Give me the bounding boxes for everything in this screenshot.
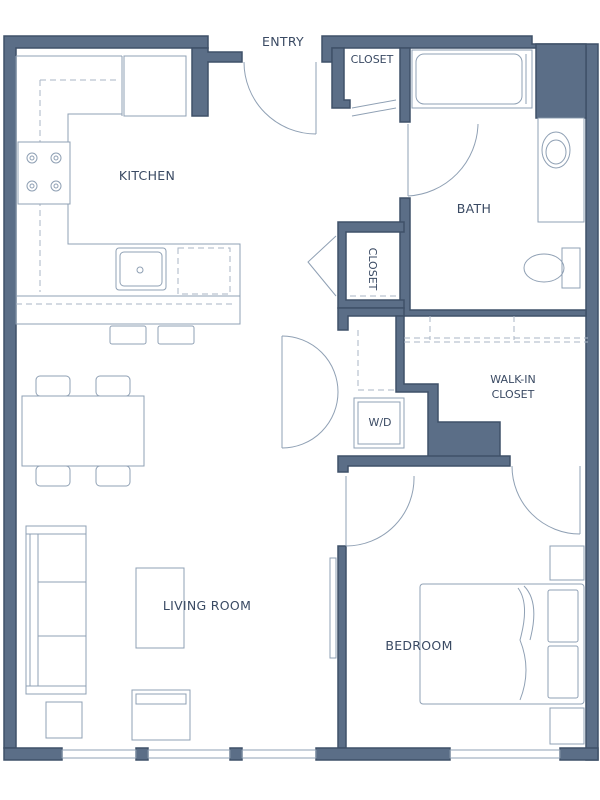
walkin-door-swing [511,465,581,535]
label-walkin-2: CLOSET [492,388,535,401]
nightstand-top [549,545,585,581]
bath-door-swing [407,123,479,197]
windows [61,749,561,759]
coffee-table [135,567,185,649]
wall-closet-bath-divider [399,47,411,123]
label-bedroom: BEDROOM [385,638,452,653]
wall-bottom-right [559,747,599,761]
walls [3,35,599,761]
bedroom-door-swing [345,475,415,547]
wall-bottom-post1 [135,747,149,761]
dining-set [21,375,145,487]
refrigerator [123,55,187,117]
wall-mid-divider [337,307,405,331]
label-closet-top: CLOSET [351,53,394,66]
kitchen-counter-outline [15,55,241,297]
bedroom-furniture [419,545,585,745]
living-furniture [25,525,191,741]
wall-bottom-post2 [229,747,243,761]
doors [243,61,581,659]
wall-bath-corner [535,43,587,119]
entry-door-swing [243,61,317,135]
wall-closet-top [331,47,351,109]
bed [419,583,585,705]
label-living-room: LIVING ROOM [163,598,251,613]
bath-fixtures [411,49,585,289]
wall-walkin [395,315,501,461]
closet-details [350,295,588,391]
label-wd: W/D [368,416,391,429]
label-bath: BATH [457,201,491,216]
vanity [537,117,585,223]
wall-bottom-center [315,747,451,761]
label-closet-mid: CLOSET [366,248,379,291]
label-kitchen: KITCHEN [119,168,175,183]
nightstand-bottom [549,707,585,745]
bath-sink [541,131,571,169]
end-table [45,701,83,739]
room-labels: ENTRY CLOSET KITCHEN BATH CLOSET WALK-IN… [119,34,536,653]
armchair [131,689,191,741]
kitchen-island [15,295,241,325]
wall-bedroom-left [337,545,347,749]
sofa [25,525,87,695]
wall-wd [337,455,511,473]
washer-dryer [353,397,405,449]
wall-kitchen-top [191,47,243,117]
wall-bottom-exterior [3,747,63,761]
label-walkin-1: WALK-IN [490,373,535,386]
dining-table [21,395,145,467]
label-entry: ENTRY [262,34,304,49]
kitchen-sink [115,247,167,291]
toilet-tank [561,247,581,289]
stove [17,141,71,205]
toilet-bowl [523,253,565,283]
bathtub [411,49,533,109]
kitchen-fixtures [15,55,241,345]
